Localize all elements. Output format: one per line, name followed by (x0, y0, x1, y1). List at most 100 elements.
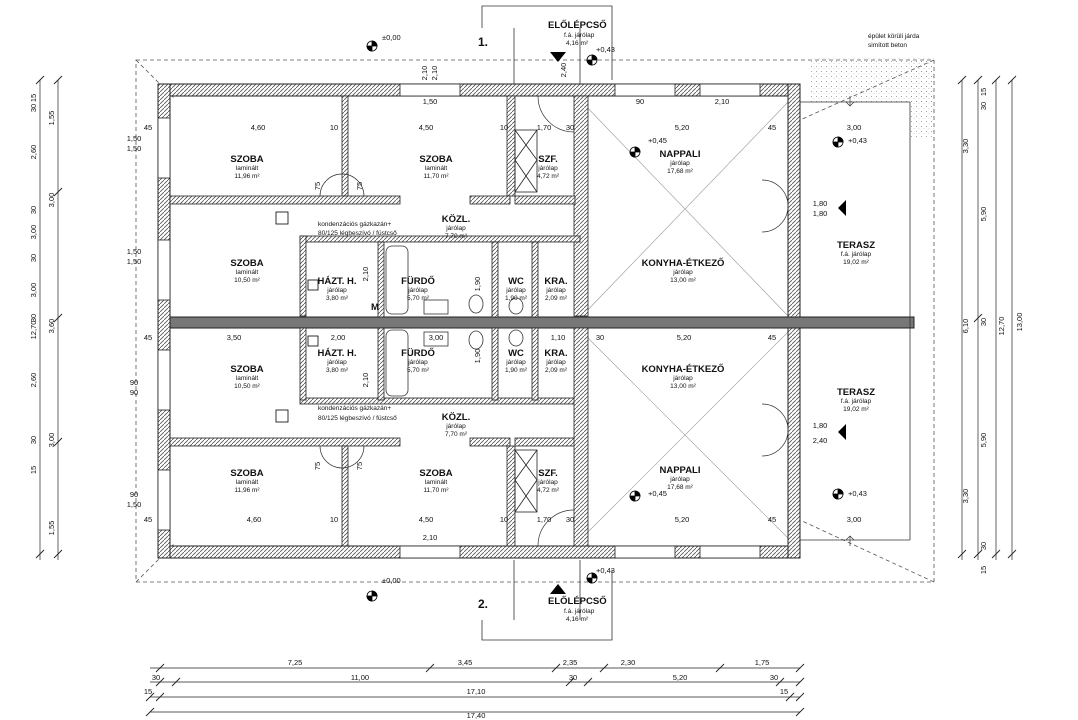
opening-label: 2,10 (361, 267, 370, 282)
boiler-note-line2: 80/125 légbeszívó / füstcső (318, 415, 397, 422)
dimension-label: 10 (330, 123, 338, 132)
boiler-note-line2: 80/125 légbeszívó / füstcső (318, 230, 397, 237)
room-floor: járólap (545, 287, 566, 294)
dimension-label: 30 (770, 673, 778, 682)
elevation-label: +0,45 (648, 136, 667, 145)
terrace-outline (800, 101, 911, 541)
dimension-label: 30 (569, 673, 577, 682)
room-area: 4,72 m² (537, 487, 560, 494)
room-floor: járólap (537, 165, 558, 172)
room-name: WC (508, 348, 524, 359)
dimension-ticks (145, 663, 805, 717)
dimension-label: 45 (768, 123, 776, 132)
dimension-label: 4,60 (251, 123, 266, 132)
room-floor: járólap (326, 359, 347, 366)
dimension-label: 15 (979, 566, 988, 574)
elevation-labels: ±0,00 ±0,00 +0,43 +0,43 +0,45 +0,45 +0,4… (382, 33, 867, 585)
dimension-label: 4,60 (247, 515, 262, 524)
entrance-outline (481, 5, 613, 641)
dimension-label: 10 (330, 515, 338, 524)
room-floor: járólap (672, 375, 693, 382)
room-area: 10,50 m² (234, 277, 260, 284)
opening-label: 1,50 (127, 247, 142, 256)
room-area: 2,09 m² (545, 367, 568, 374)
dimension-label: 15 (29, 466, 38, 474)
entrance-arrows (550, 52, 846, 594)
room-name: KRA. (544, 276, 567, 287)
sidewalk-note: épület körüli járda simított beton (868, 33, 920, 49)
room-name: KÖZL. (442, 412, 471, 423)
room-floor: járólap (407, 359, 428, 366)
dimension-label: 1,75 (755, 658, 770, 667)
opening-label: 1,80 (813, 421, 828, 430)
room-floor: járólap (445, 423, 466, 430)
dimension-label: 3,45 (458, 658, 473, 667)
room-area: 7,70 m² (445, 233, 468, 240)
dimension-label: 2,60 (29, 145, 38, 160)
room-area: 19,02 m² (843, 259, 869, 266)
room-name: FÜRDŐ (401, 275, 435, 287)
opening-label: 1,50 (127, 257, 142, 266)
elevation-label: +0,43 (596, 566, 615, 575)
room-floor: f.á. járólap (841, 251, 872, 258)
boiler-notes: kondenzációs gázkazán+ 80/125 légbeszívó… (318, 221, 397, 422)
room-name: NAPPALI (660, 465, 701, 476)
dimension-label: 17,40 (467, 711, 486, 720)
dimension-lines (39, 80, 1013, 713)
dimension-label: 3,50 (227, 333, 242, 342)
dimension-label: 1,70 (537, 123, 552, 132)
dimension-label: 12,70 (29, 321, 38, 340)
room-name: KRA. (544, 348, 567, 359)
boiler-symbols (275, 211, 319, 423)
meter-mark: M (371, 302, 379, 313)
windows (157, 83, 761, 559)
room-floor: járólap (505, 359, 526, 366)
room-floor: járólap (445, 225, 466, 232)
opening-label: 1,80 (813, 209, 828, 218)
opening-label: 1,80 (813, 199, 828, 208)
room-name: HÁZT. H. (317, 348, 356, 359)
dimension-label: 1,55 (47, 521, 56, 536)
dimension-label: 2,35 (563, 658, 578, 667)
dimension-label: 3,00 (47, 433, 56, 448)
elevation-label: +0,45 (648, 489, 667, 498)
dimension-label: 1,10 (551, 333, 566, 342)
dimension-label: 15 (29, 94, 38, 102)
room-area: 11,96 m² (234, 487, 260, 494)
room-floor: járólap (669, 160, 690, 167)
dimension-label: 30 (29, 104, 38, 112)
room-area: 11,70 m² (423, 173, 449, 180)
dimension-label: 30 (596, 333, 604, 342)
dimension-label: 30 (566, 123, 574, 132)
dimension-label: 4,50 (419, 123, 434, 132)
elevation-label: +0,43 (596, 45, 615, 54)
entrance-name: ELŐLÉPCSŐ (548, 19, 607, 31)
room-floor: laminált (236, 479, 259, 486)
dimension-label: 2,00 (331, 333, 346, 342)
dimension-label: 45 (768, 333, 776, 342)
dimension-label: 5,20 (675, 123, 690, 132)
dimension-label: 3,60 (47, 319, 56, 334)
room-area: 11,96 m² (234, 173, 260, 180)
room-name: WC (508, 276, 524, 287)
room-floor: f.á. járólap (841, 398, 872, 405)
room-area: 11,70 m² (423, 487, 449, 494)
dimension-label: 5,20 (673, 673, 688, 682)
elevation-label: +0,43 (848, 489, 867, 498)
room-name: SZOBA (230, 258, 263, 269)
room-name: SZOBA (419, 154, 452, 165)
room-floor: járólap (545, 359, 566, 366)
boiler-note-line1: kondenzációs gázkazán+ (318, 221, 391, 228)
dimension-label: 4,50 (419, 515, 434, 524)
entrance-labels: ELŐLÉPCSŐ f.á. járólap 4,16 m² ELŐLÉPCSŐ… (548, 19, 607, 623)
room-name: SZF. (538, 154, 558, 165)
dimension-label: 45 (144, 515, 152, 524)
room-name: HÁZT. H. (317, 276, 356, 287)
dimension-label: 3,00 (29, 225, 38, 240)
